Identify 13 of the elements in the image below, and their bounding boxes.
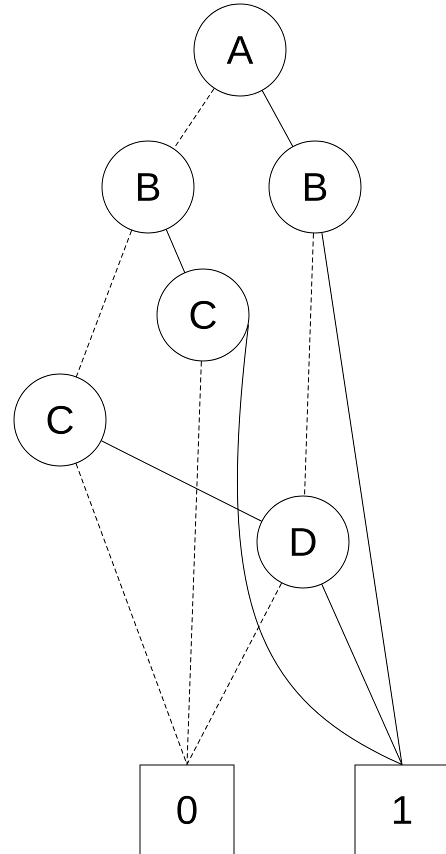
- connector-line: [186, 360, 202, 765]
- connector-line: [173, 88, 215, 149]
- connector-line: [321, 584, 402, 765]
- connector-line: [186, 582, 282, 765]
- terminal-box: 1: [354, 764, 446, 854]
- connector-line: [262, 90, 294, 147]
- terminal-box: 0: [140, 764, 234, 854]
- connector-line: [304, 232, 314, 496]
- connector-line: [321, 232, 402, 765]
- connector-line: [76, 230, 132, 377]
- connector-line: [237, 324, 402, 765]
- connector-line: [166, 229, 186, 273]
- connector-line: [101, 440, 262, 522]
